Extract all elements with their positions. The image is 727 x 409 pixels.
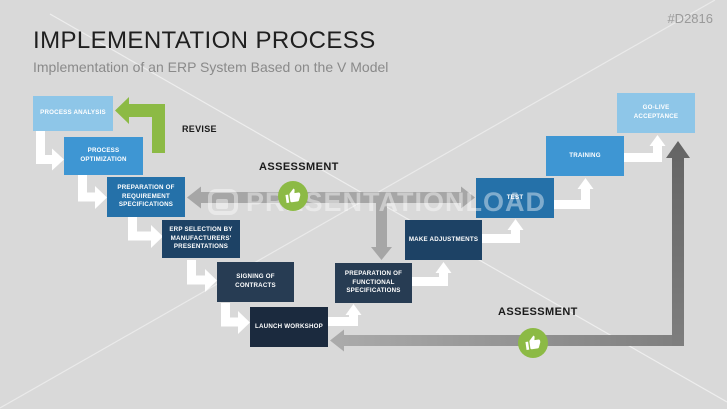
slide-id-tag: #D2816	[667, 11, 713, 26]
assessment-badge-top	[278, 181, 308, 211]
flow-arrow-up-1	[328, 304, 362, 326]
assessment-return-arrow	[666, 141, 690, 346]
flow-arrow-up-5	[624, 135, 666, 162]
flow-arrow-down-5	[221, 303, 250, 334]
assessment-arrow-top	[187, 186, 475, 209]
flow-arrow-down-2	[78, 175, 107, 209]
step-box-launch-workshop: LAUNCH WORKSHOP	[250, 307, 328, 347]
flow-arrow-up-3	[482, 219, 524, 243]
thumbs-up-icon	[525, 335, 541, 350]
flow-arrow-up-2	[412, 262, 452, 286]
slide-title: IMPLEMENTATION PROCESS	[33, 27, 376, 54]
flow-arrow-down-3	[128, 217, 163, 248]
assessment-label-bottom: ASSESSMENT	[498, 306, 578, 318]
step-box-process-optimization: PROCESS OPTIMIZATION	[64, 137, 143, 175]
assessment-badge-bottom	[518, 328, 548, 358]
step-box-process-analysis: PROCESS ANALYSIS	[33, 96, 113, 131]
flow-arrow-up-4	[552, 178, 594, 209]
assessment-label-top: ASSESSMENT	[259, 161, 339, 173]
flow-arrow-down-1	[36, 130, 64, 171]
assessment-branch-arrow	[371, 203, 392, 260]
step-box-erp-selection: ERP SELECTION BY MANUFACTURERS' PRESENTA…	[162, 220, 240, 258]
step-box-training: TRAINING	[546, 136, 624, 176]
step-box-preparation-of-functional-specifications: PREPARATION OF FUNCTIONAL SPECIFICATIONS	[335, 263, 412, 303]
assessment-arrow-bottom	[330, 329, 684, 352]
revise-arrow	[115, 97, 165, 153]
thumbs-up-icon	[285, 188, 301, 203]
step-box-test: TEST	[476, 178, 554, 218]
step-box-preparation-of-requirement-specifications: PREPARATION OF REQUIREMENT SPECIFICATION…	[107, 177, 185, 217]
step-box-signing-of-contracts: SIGNING OF CONTRACTS	[217, 262, 294, 302]
flow-arrow-down-4	[187, 260, 217, 292]
revise-label: REVISE	[182, 124, 217, 134]
step-box-go-live-acceptance: GO-LIVE ACCEPTANCE	[617, 93, 695, 133]
step-box-make-adjustments: MAKE ADJUSTMENTS	[405, 220, 482, 260]
slide-subtitle: Implementation of an ERP System Based on…	[33, 59, 389, 75]
